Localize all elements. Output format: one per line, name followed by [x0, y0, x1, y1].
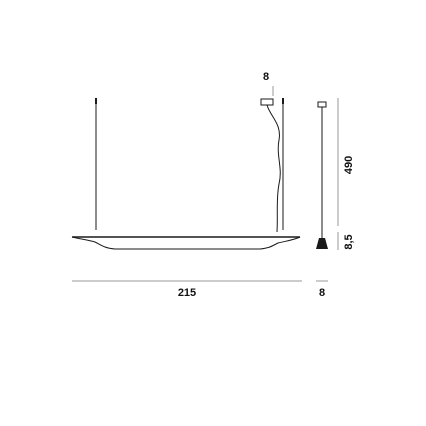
right-cable-gripper	[282, 98, 284, 104]
lamp-side-view	[316, 101, 328, 249]
dimension-lines	[72, 86, 339, 282]
side-canopy	[317, 101, 327, 108]
dimension-labels: 8 215 8 490 8,5	[178, 71, 355, 299]
suspension-height-label: 490	[343, 156, 355, 174]
lamp-body	[71, 236, 301, 250]
lamp-front-view	[71, 98, 301, 250]
power-cord	[266, 104, 281, 233]
canopy-width-label: 8	[263, 71, 269, 83]
side-lamp-body	[316, 238, 328, 249]
left-cable-gripper	[95, 98, 97, 104]
width-label: 215	[178, 287, 196, 299]
ceiling-canopy	[260, 98, 274, 106]
lamp-height-label: 8,5	[343, 234, 355, 249]
depth-label: 8	[319, 287, 325, 299]
